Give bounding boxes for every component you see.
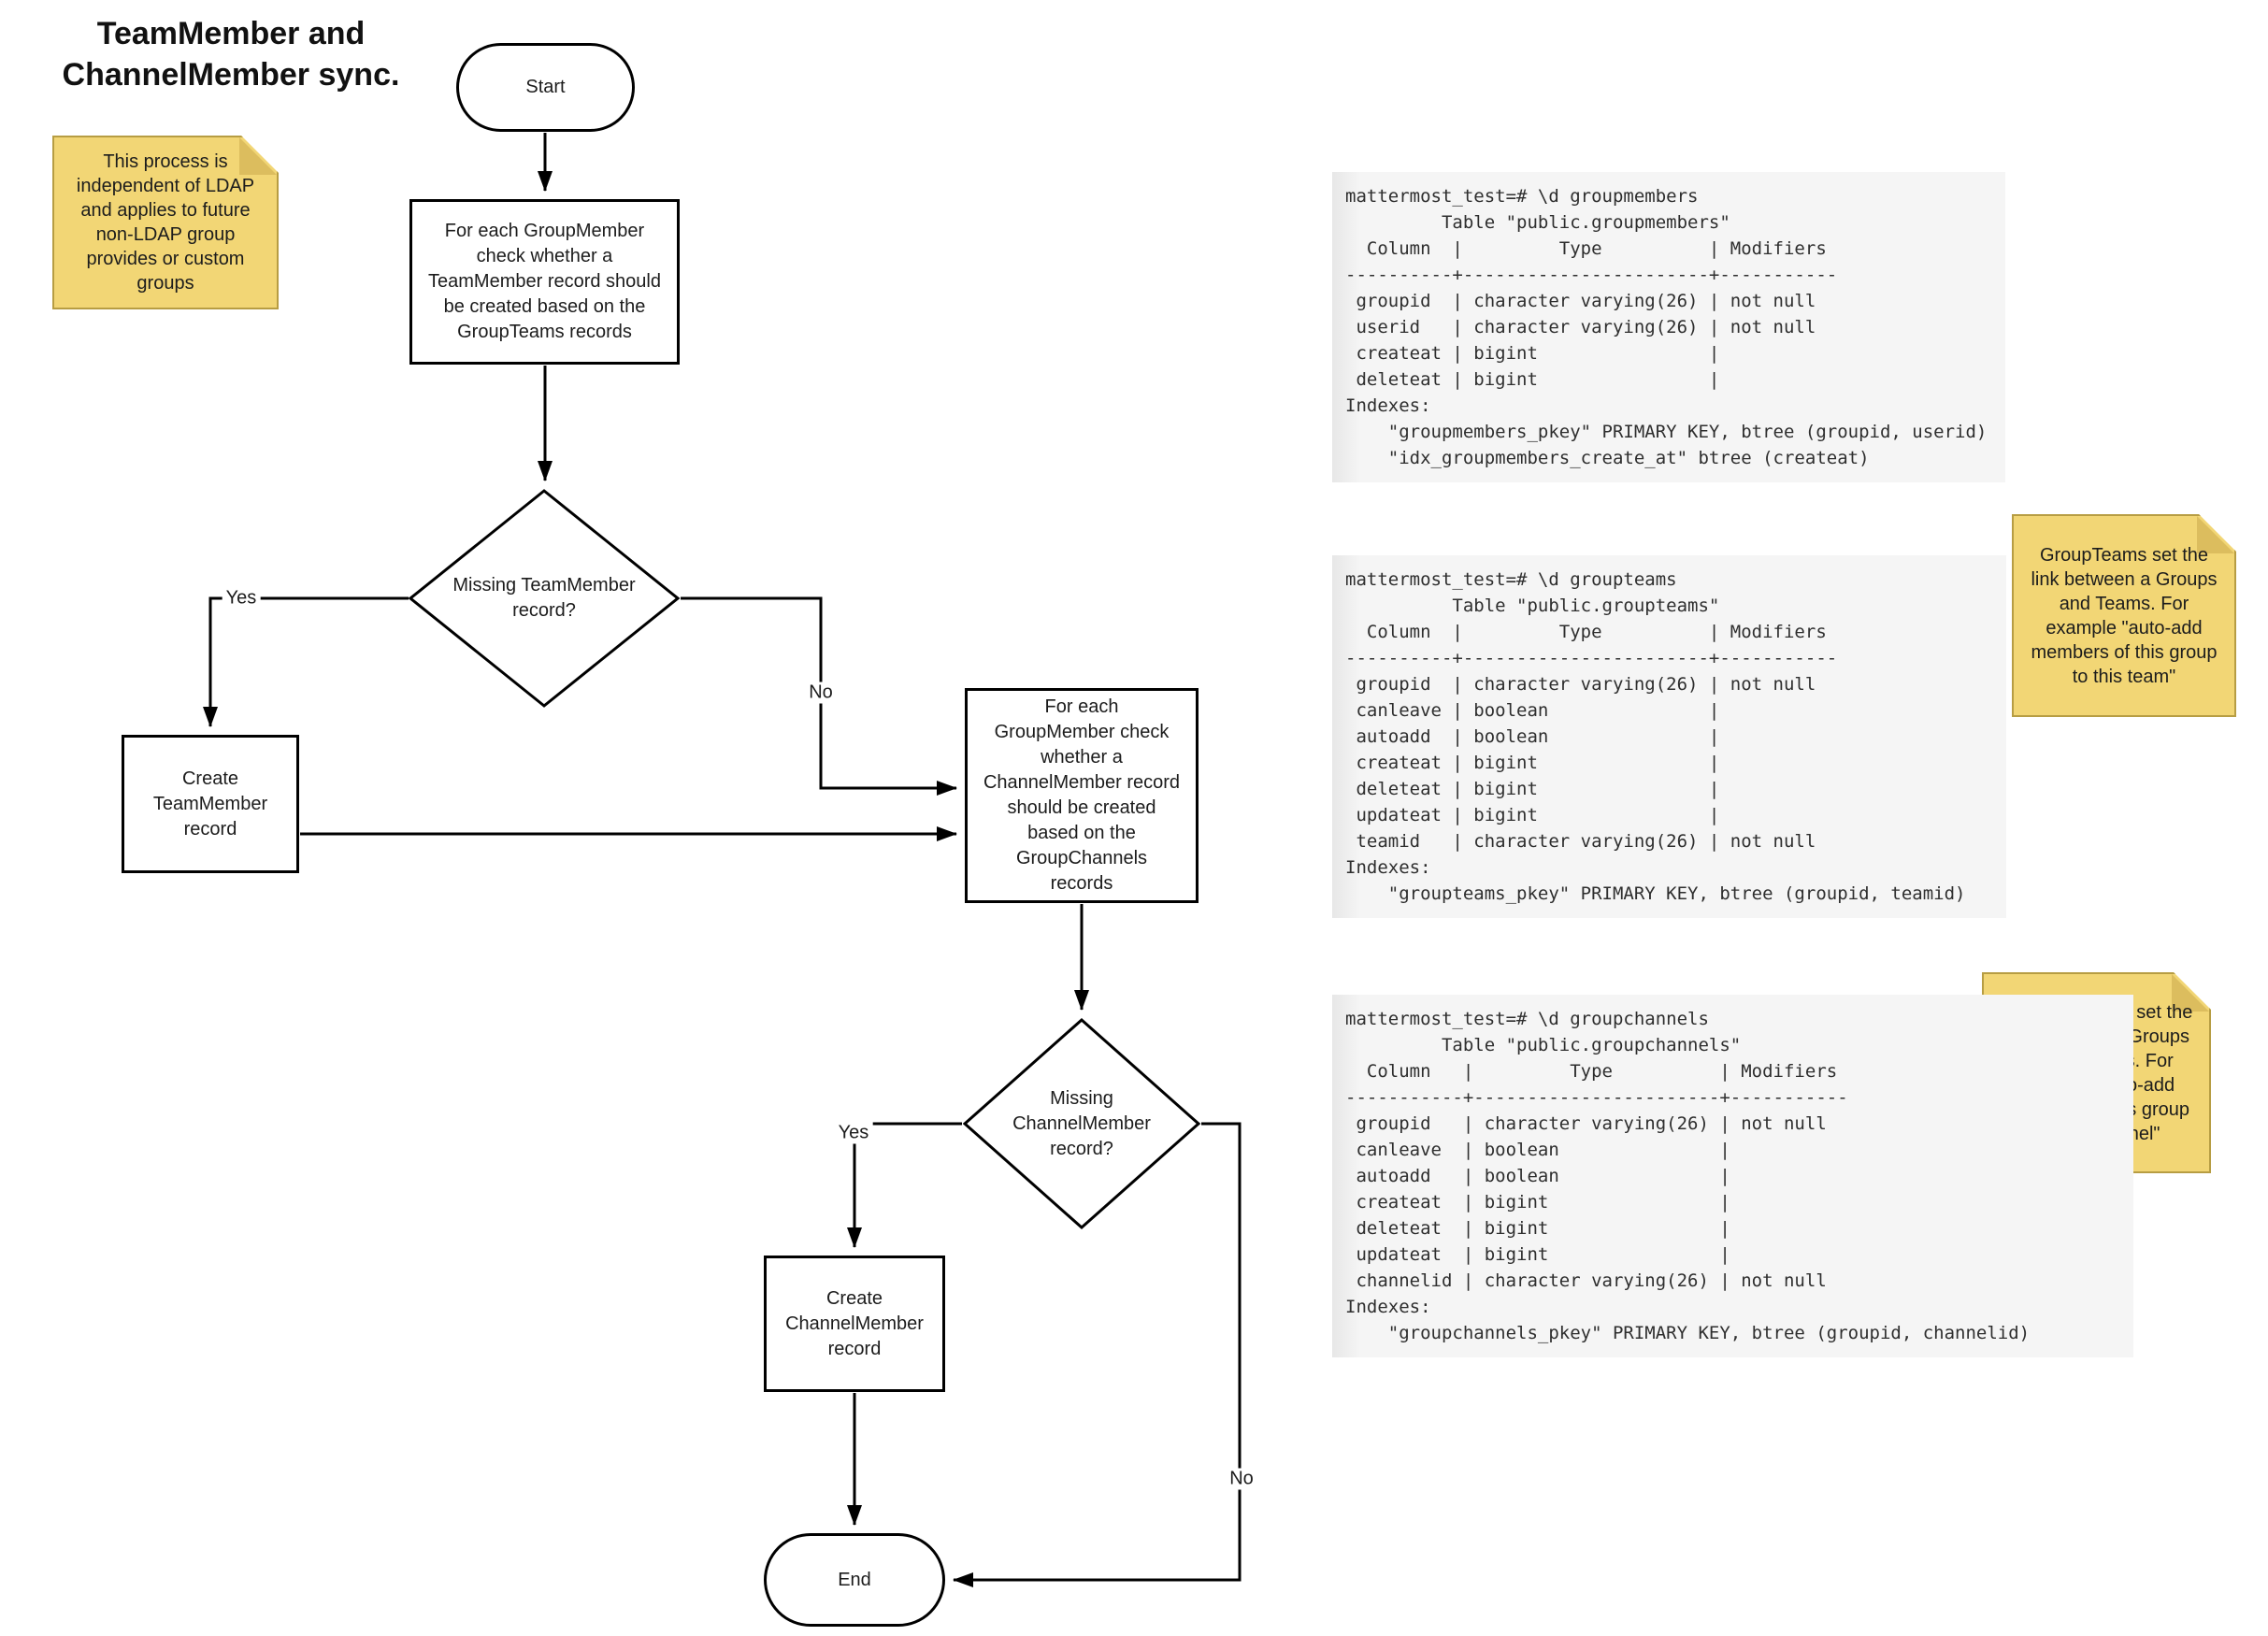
sticky-note-text: GroupTeams set the link between a Groups… bbox=[2031, 544, 2218, 687]
node-create-teammember: Create TeamMember record bbox=[122, 735, 299, 873]
node-check-teammember: For each GroupMember check whether a Tea… bbox=[409, 199, 680, 365]
diamond-shape bbox=[963, 1018, 1200, 1229]
decision-missing-teammember: Missing TeamMember record? bbox=[409, 489, 680, 708]
edge-label-yes-teammember: Yes bbox=[222, 587, 261, 610]
page-title: TeamMember and ChannelMember sync. bbox=[62, 16, 400, 93]
decision-label: Missing TeamMember record? bbox=[452, 575, 636, 621]
terminal-output-groupteams: mattermost_test=# \d groupteams Table "p… bbox=[1332, 555, 2006, 918]
diamond-shape bbox=[409, 489, 680, 708]
node-end: End bbox=[764, 1533, 945, 1627]
sticky-note-groupteams: GroupTeams set the link between a Groups… bbox=[2012, 514, 2236, 717]
node-start: Start bbox=[456, 43, 635, 132]
decision-missing-channelmember: Missing ChannelMember record? bbox=[963, 1018, 1200, 1229]
edge-label-yes-channelmember: Yes bbox=[834, 1122, 873, 1144]
edge-label-no-teammember: No bbox=[805, 682, 837, 704]
decision-label: Missing ChannelMember record? bbox=[1012, 1087, 1151, 1159]
terminal-output-groupmembers: mattermost_test=# \d groupmembers Table … bbox=[1332, 172, 2005, 482]
edge-label-no-channelmember: No bbox=[1226, 1468, 1257, 1490]
sticky-note-text: This process is independent of LDAP and … bbox=[76, 151, 255, 294]
terminal-output-groupchannels: mattermost_test=# \d groupchannels Table… bbox=[1332, 995, 2133, 1357]
node-check-channelmember: For each GroupMember check whether a Cha… bbox=[965, 688, 1199, 903]
edge-yes-to-create-team bbox=[203, 596, 409, 727]
sticky-note-ldap: This process is independent of LDAP and … bbox=[52, 136, 279, 309]
node-create-channelmember: Create ChannelMember record bbox=[764, 1256, 945, 1392]
